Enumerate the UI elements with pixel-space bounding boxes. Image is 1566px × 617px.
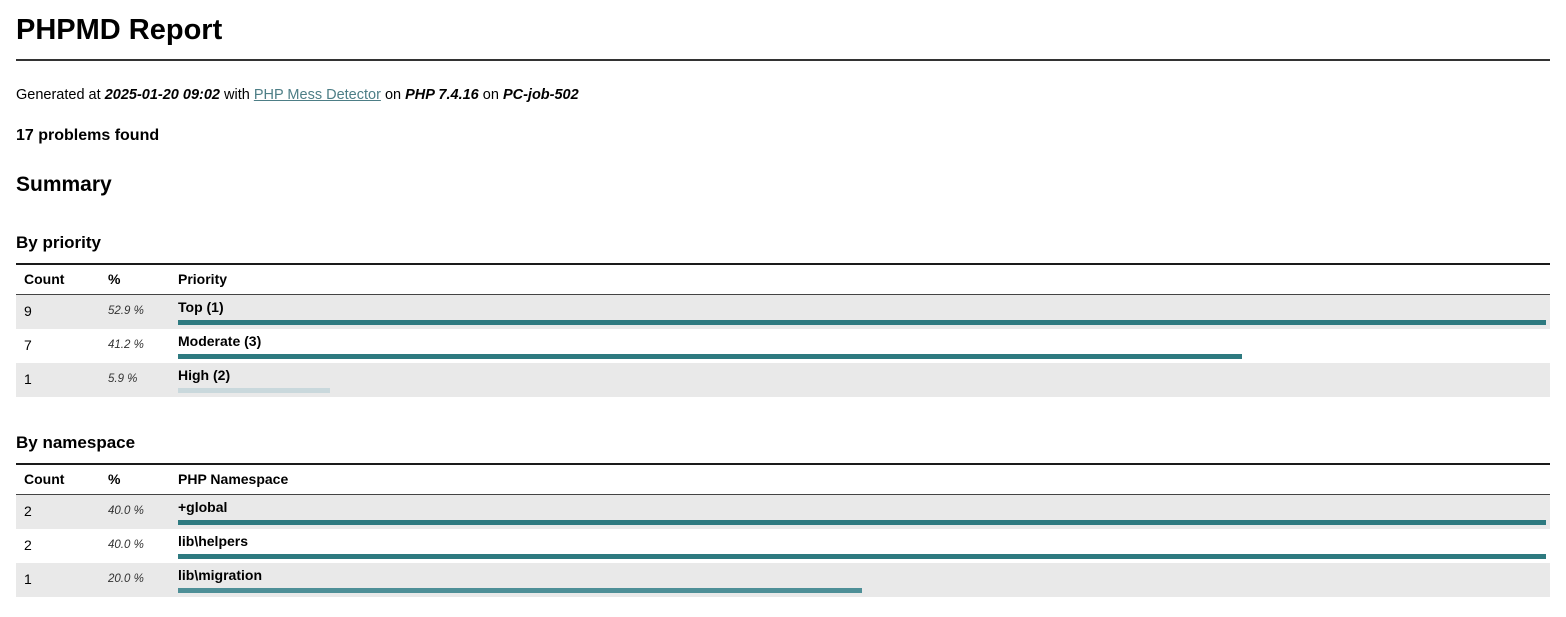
- row-priority-cell: Top (1): [170, 295, 1550, 329]
- row-percent: 52.9 %: [108, 305, 144, 317]
- summary-heading: Summary: [16, 173, 112, 196]
- row-percent: 20.0 %: [108, 573, 144, 585]
- namespace-bar-track: [178, 588, 1546, 593]
- namespace-bar-track: [178, 554, 1546, 559]
- host-name: PC-job-502: [502, 87, 579, 103]
- row-priority-label: High (2): [178, 367, 231, 383]
- row-priority-cell: Moderate (3): [170, 329, 1550, 363]
- row-namespace-cell: +global: [170, 495, 1550, 529]
- title-divider: [16, 59, 1550, 61]
- generated-timestamp: 2025-01-20 09:02: [104, 87, 220, 103]
- table-header-row: Count % Priority: [16, 263, 1550, 295]
- row-percent: 5.9 %: [108, 373, 138, 385]
- namespace-bar: [178, 554, 1546, 559]
- row-priority-cell: High (2): [170, 363, 1550, 397]
- column-header-count: Count: [24, 471, 65, 487]
- table-row: 2 40.0 % lib\helpers: [16, 529, 1550, 563]
- namespace-bar-track: [178, 520, 1546, 525]
- row-percent: 40.0 %: [108, 505, 144, 517]
- generated-on-label-1: on: [384, 87, 402, 103]
- priority-bar-track: [178, 354, 1546, 359]
- priority-bar: [178, 354, 1243, 359]
- table-row: 9 52.9 % Top (1): [16, 295, 1550, 329]
- priority-bar: [178, 388, 330, 393]
- row-percent: 41.2 %: [108, 339, 144, 351]
- generated-with-label: with: [224, 87, 250, 103]
- row-priority-label: Top (1): [178, 299, 224, 315]
- priority-bar: [178, 320, 1546, 325]
- row-namespace-label: lib\migration: [178, 567, 262, 583]
- problems-found-count: 17 problems found: [16, 127, 160, 144]
- table-row: 2 40.0 % +global: [16, 495, 1550, 529]
- row-count: 7: [24, 337, 32, 353]
- generated-on-label-2: on: [482, 87, 499, 103]
- php-version: PHP 7.4.16: [405, 87, 479, 103]
- row-count: 1: [24, 571, 32, 587]
- row-count: 1: [24, 371, 32, 387]
- column-header-percent: %: [108, 271, 121, 287]
- column-header-namespace: PHP Namespace: [178, 471, 289, 487]
- table-row: 1 20.0 % lib\migration: [16, 563, 1550, 597]
- row-namespace-label: lib\helpers: [178, 533, 249, 549]
- by-namespace-table: Count % PHP Namespace 2 40.0 % +global 2…: [16, 463, 1550, 597]
- namespace-bar: [178, 588, 862, 593]
- row-namespace-cell: lib\migration: [170, 563, 1550, 597]
- generated-line: Generated at 2025-01-20 09:02 with PHP M…: [16, 87, 1550, 103]
- table-row: 1 5.9 % High (2): [16, 363, 1550, 397]
- row-count: 9: [24, 303, 32, 319]
- by-priority-section: By priority Count % Priority 9 52.9 % To…: [16, 233, 1550, 397]
- priority-bar-track: [178, 388, 1546, 393]
- by-priority-table: Count % Priority 9 52.9 % Top (1) 7 41.2…: [16, 263, 1550, 397]
- column-header-percent: %: [108, 471, 121, 487]
- column-header-count: Count: [24, 271, 65, 287]
- table-row: 7 41.2 % Moderate (3): [16, 329, 1550, 363]
- page-title: PHPMD Report: [16, 14, 223, 46]
- generated-prefix: Generated at: [16, 87, 101, 103]
- row-count: 2: [24, 503, 32, 519]
- column-header-priority: Priority: [178, 271, 228, 287]
- by-namespace-section: By namespace Count % PHP Namespace 2 40.…: [16, 433, 1550, 597]
- row-namespace-label: +global: [178, 499, 228, 515]
- namespace-bar: [178, 520, 1546, 525]
- phpmd-tool-link[interactable]: PHP Mess Detector: [253, 87, 381, 103]
- table-header-row: Count % PHP Namespace: [16, 463, 1550, 495]
- row-priority-label: Moderate (3): [178, 333, 262, 349]
- priority-bar-track: [178, 320, 1546, 325]
- row-namespace-cell: lib\helpers: [170, 529, 1550, 563]
- by-namespace-heading: By namespace: [16, 433, 136, 452]
- row-percent: 40.0 %: [108, 539, 144, 551]
- row-count: 2: [24, 537, 32, 553]
- by-priority-heading: By priority: [16, 233, 102, 252]
